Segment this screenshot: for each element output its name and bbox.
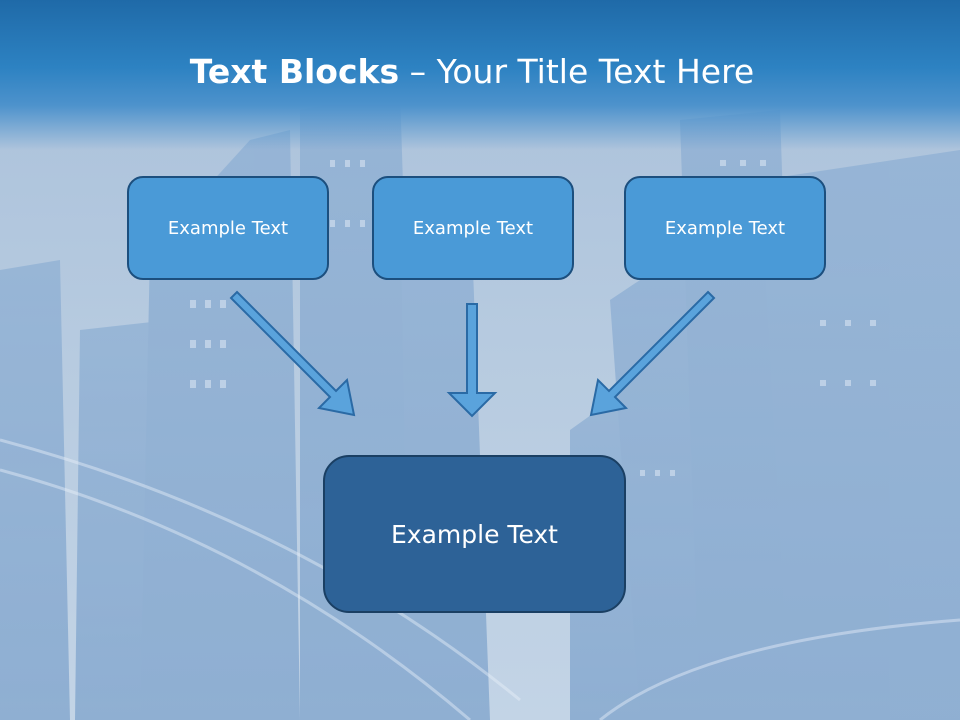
header-band (0, 0, 960, 150)
result-block-label: Example Text (391, 519, 558, 549)
arrow-left (229, 290, 356, 417)
text-block-2-label: Example Text (412, 217, 534, 239)
arrow-center (446, 303, 498, 418)
arrow-right (589, 290, 716, 417)
title-rest: – Your Title Text Here (399, 52, 755, 91)
result-block[interactable]: Example Text (323, 455, 626, 613)
text-block-3-label: Example Text (664, 217, 786, 239)
text-block-2[interactable]: Example Text (372, 176, 574, 280)
text-block-1[interactable]: Example Text (127, 176, 329, 280)
slide-title: Text Blocks – Your Title Text Here (0, 52, 944, 91)
title-bold: Text Blocks (189, 52, 400, 91)
text-block-1-label: Example Text (167, 217, 289, 239)
text-block-3[interactable]: Example Text (624, 176, 826, 280)
